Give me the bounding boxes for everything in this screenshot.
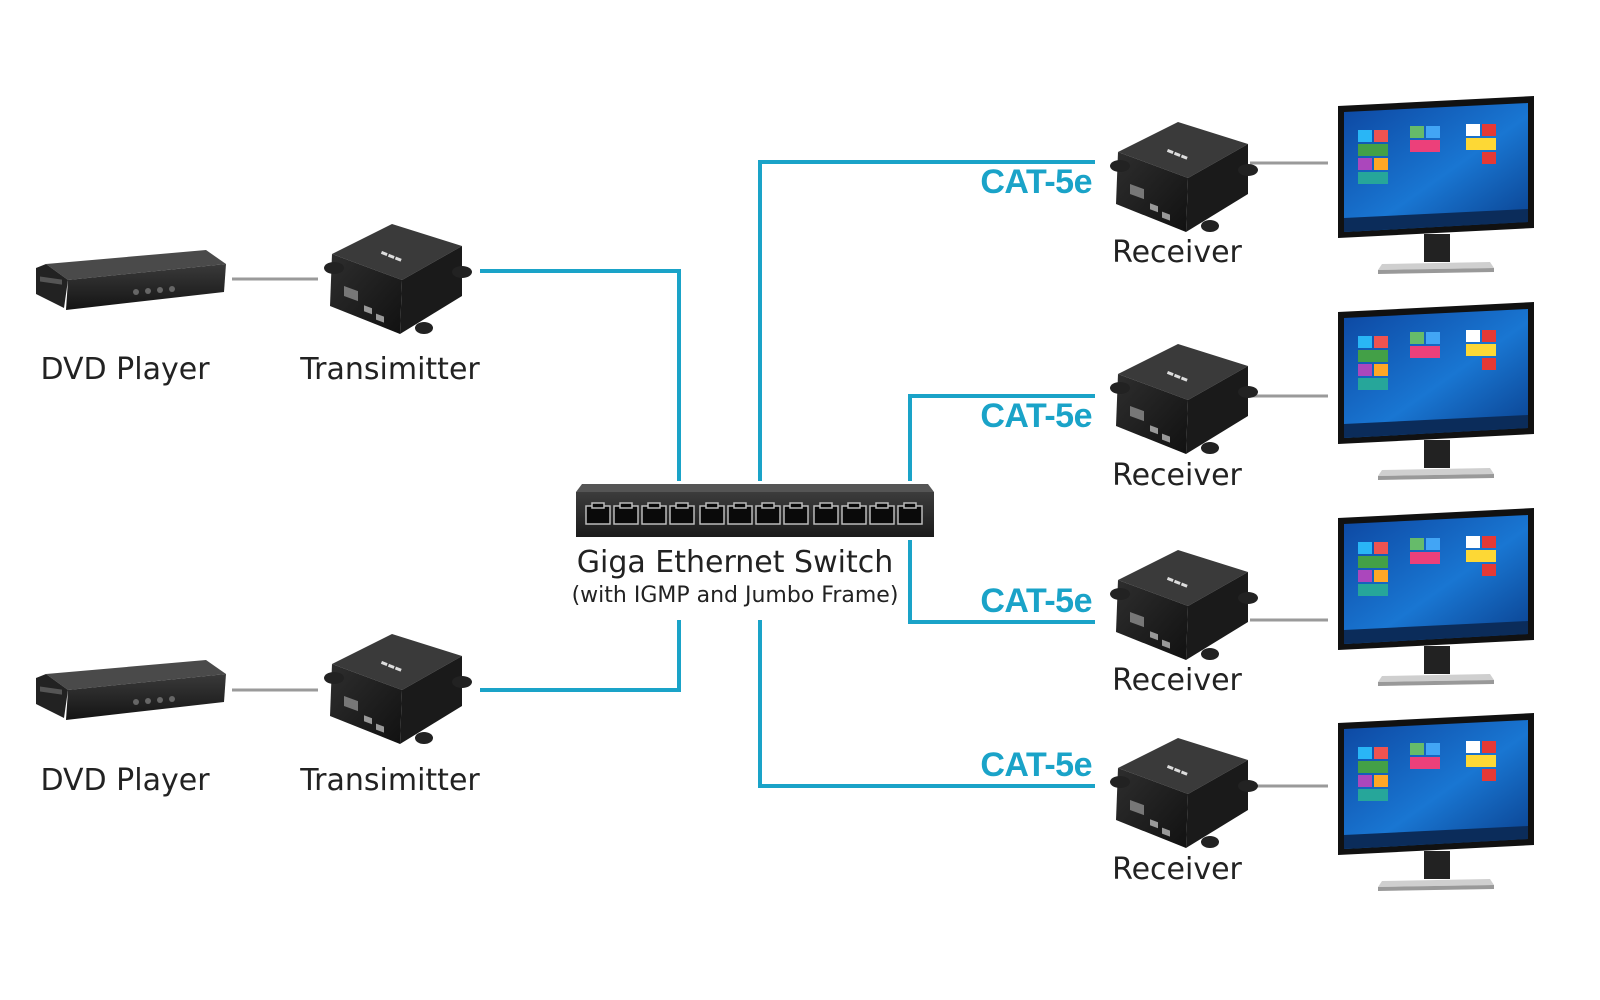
switch-subtitle: (with IGMP and Jumbo Frame) (571, 583, 899, 608)
switch-port-icon (585, 502, 611, 525)
transmitter-icon (324, 634, 472, 744)
switch-port-icon (641, 502, 667, 525)
switch-port-icon (841, 502, 867, 525)
switch-port-icon (783, 502, 809, 525)
receiver-label-1: Receiver (1112, 235, 1242, 270)
receiver-label-2: Receiver (1112, 458, 1242, 493)
cable-receiver-3 (908, 540, 1095, 624)
monitor-icon (1338, 508, 1534, 686)
dvd-player-icon (36, 660, 226, 720)
hdmi-links (232, 161, 1328, 788)
switch-port-icon (699, 502, 725, 525)
cable-label-4: CAT-5e (980, 746, 1092, 784)
dvd-player-icon (36, 250, 226, 310)
monitor-icon (1338, 302, 1534, 480)
cable-label-1: CAT-5e (980, 163, 1092, 201)
cable-lines (480, 160, 1095, 788)
network-switch-icon (576, 484, 934, 537)
receiver-label-3: Receiver (1112, 663, 1242, 698)
receiver-icon (1110, 550, 1258, 660)
switch-title: Giga Ethernet Switch (576, 545, 894, 580)
cable-label-3: CAT-5e (980, 582, 1092, 620)
cable-transmitter-1 (480, 269, 681, 481)
switch-port-icon (869, 502, 895, 525)
switch-port-icon (755, 502, 781, 525)
cable-receiver-2 (908, 394, 1095, 481)
switch-port-icon (727, 502, 753, 525)
receiver-icon (1110, 122, 1258, 232)
cable-receiver-4 (758, 620, 1095, 788)
dvd-player-label-1: DVD Player (40, 352, 210, 387)
dvd-player-label-2: DVD Player (40, 763, 210, 798)
receiver-icon (1110, 344, 1258, 454)
switch-port-icon (897, 502, 923, 525)
cable-label-2: CAT-5e (980, 397, 1092, 435)
switch-port-icon (669, 502, 695, 525)
cable-receiver-1 (758, 160, 1095, 481)
switch-port-icon (613, 502, 639, 525)
monitor-icon (1338, 713, 1534, 891)
receiver-label-4: Receiver (1112, 852, 1242, 887)
switch-port-icon (813, 502, 839, 525)
monitor-icon (1338, 96, 1534, 274)
receiver-icon (1110, 738, 1258, 848)
transmitter-icon (324, 224, 472, 334)
transmitter-label-1: Transimitter (300, 352, 480, 387)
cable-transmitter-2 (480, 620, 681, 692)
transmitter-label-2: Transimitter (300, 763, 480, 798)
